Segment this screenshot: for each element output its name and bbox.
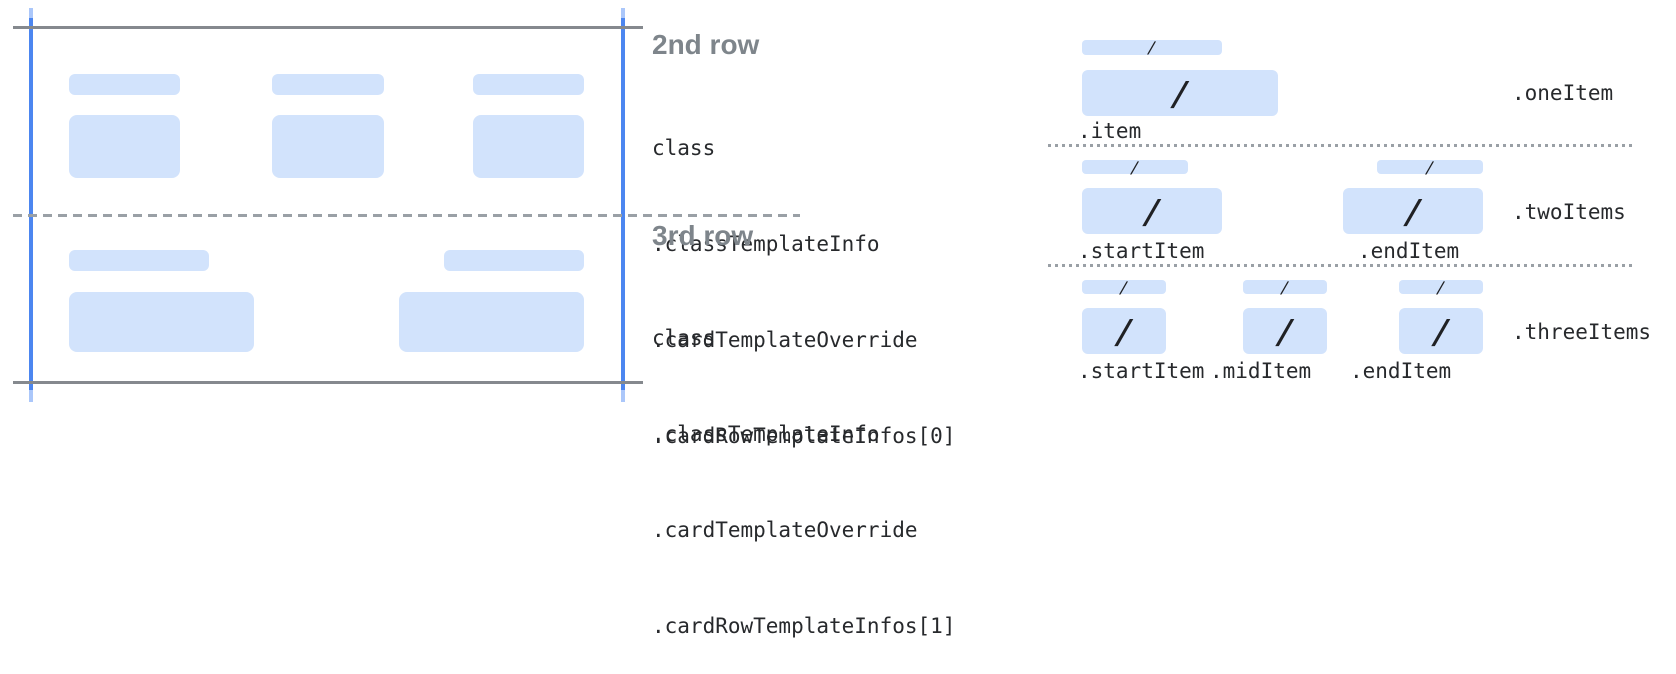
item-value-bar: / — [1243, 308, 1327, 354]
item-path-label: .startItem — [1078, 239, 1205, 263]
slash-glyph: / — [1429, 311, 1453, 351]
code-line: .classTemplateInfo — [652, 422, 880, 446]
row3-title: 3rd row — [652, 220, 754, 251]
blue-guide-line-right — [621, 8, 625, 402]
item-path-label: .endItem — [1350, 359, 1452, 383]
item-path-label: .startItem — [1078, 359, 1205, 383]
code-line: .cardTemplateOverride — [652, 328, 918, 352]
code-line: .cardRowTemplateInfos[1] — [652, 614, 956, 638]
item-label-bar: / — [1082, 157, 1188, 177]
slash-glyph: / — [1112, 311, 1136, 351]
section-label-oneitem: .oneItem — [1512, 81, 1614, 105]
item-value-bar: / — [1343, 188, 1483, 234]
slash-glyph: / — [1424, 157, 1436, 177]
item-value-bar: / — [1082, 188, 1222, 234]
item-value-bar: / — [1399, 308, 1483, 354]
card-top-border — [13, 26, 643, 29]
slash-glyph: / — [1140, 191, 1164, 231]
item-label-bar: / — [1399, 277, 1483, 297]
slash-glyph: / — [1168, 73, 1192, 113]
field-label-bar — [272, 74, 384, 95]
slash-glyph: / — [1146, 38, 1158, 57]
slash-glyph: / — [1129, 157, 1141, 177]
row2-title: 2nd row — [652, 29, 760, 60]
field-value-box — [272, 115, 384, 178]
field-value-box — [399, 292, 584, 352]
section-divider-dotted — [1048, 264, 1632, 267]
item-label-bar: / — [1082, 277, 1166, 297]
item-path-label: .midItem — [1210, 359, 1312, 383]
code-line: .cardTemplateOverride — [652, 518, 918, 542]
code-line: class — [652, 326, 716, 350]
card-bottom-border — [13, 381, 643, 384]
code-line: .classTemplateInfo — [652, 232, 880, 256]
field-value-box — [69, 292, 254, 352]
field-value-box — [69, 115, 180, 178]
field-label-bar — [69, 250, 209, 271]
field-label-bar — [473, 74, 584, 95]
item-path-label: .item — [1078, 119, 1142, 143]
item-value-bar: / — [1082, 308, 1166, 354]
code-line: class — [652, 136, 716, 160]
item-label-bar: / — [1243, 277, 1327, 297]
field-label-bar — [444, 250, 584, 271]
field-label-bar — [69, 74, 180, 95]
section-divider-dotted — [1048, 144, 1632, 147]
section-label-twoitems: .twoItems — [1512, 200, 1626, 224]
item-label-bar: / — [1082, 38, 1222, 57]
section-label-threeitems: .threeItems — [1512, 320, 1652, 344]
row-divider-dashed — [13, 214, 800, 217]
slash-glyph: / — [1118, 277, 1130, 297]
row3-class-path: class .classTemplateInfo .cardTemplateOv… — [652, 258, 955, 674]
slash-glyph: / — [1273, 311, 1297, 351]
slash-glyph: / — [1279, 277, 1291, 297]
slash-glyph: / — [1401, 191, 1425, 231]
item-value-bar: / — [1082, 70, 1278, 116]
blue-guide-line-left — [29, 8, 33, 402]
item-path-label: .endItem — [1358, 239, 1460, 263]
item-label-bar: / — [1377, 157, 1483, 177]
field-value-box — [473, 115, 584, 178]
slash-glyph: / — [1435, 277, 1447, 297]
